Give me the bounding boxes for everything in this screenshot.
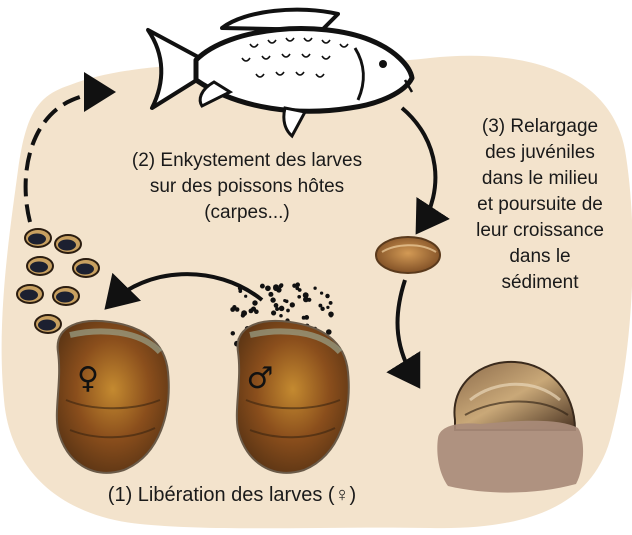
- larva-icon: [25, 229, 51, 247]
- sediment: [437, 421, 583, 493]
- step3-line-3: dans le milieu: [455, 166, 625, 192]
- label-step1-larvae-release: (1) Libération des larves (♀): [52, 482, 412, 508]
- step3-line-2: des juvéniles: [455, 140, 625, 166]
- step3-line-5: leur croissance: [455, 218, 625, 244]
- step2-line-2: sur des poissons hôtes: [92, 174, 402, 200]
- larva-icon: [73, 259, 99, 277]
- step3-line-1: (3) Relargage: [455, 114, 625, 140]
- larva-icon: [55, 235, 81, 253]
- step2-line-1: (2) Enkystement des larves: [92, 148, 402, 174]
- female-symbol: ♀: [77, 361, 99, 396]
- fish-body: [196, 29, 412, 112]
- step3-line-6: dans le: [455, 244, 625, 270]
- label-step2-encystment: (2) Enkystement des larves sur des poiss…: [92, 148, 402, 226]
- larva-icon: [17, 285, 43, 303]
- juvenile-mussel: [376, 237, 440, 273]
- larva-icon: [27, 257, 53, 275]
- label-step3-release-juveniles: (3) Relargage des juvéniles dans le mili…: [455, 114, 625, 296]
- larva-icon: [53, 287, 79, 305]
- male-symbol: ♂: [247, 361, 274, 396]
- fish-eye: [379, 60, 387, 68]
- step3-line-4: et poursuite de: [455, 192, 625, 218]
- step3-line-7: sédiment: [455, 270, 625, 296]
- larva-icon: [35, 315, 61, 333]
- step2-line-3: (carpes...): [92, 200, 402, 226]
